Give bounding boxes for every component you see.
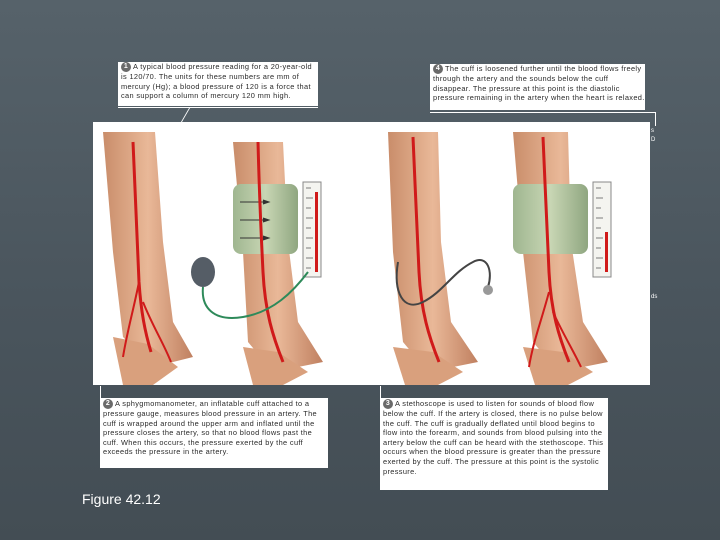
- leader-line-4-drop: [655, 112, 656, 126]
- step-1-text: A typical blood pressure reading for a 2…: [121, 62, 312, 100]
- arm-3: [388, 132, 478, 385]
- step-3-text: A stethoscope is used to listen for soun…: [383, 399, 603, 476]
- step-number-2: 2: [103, 399, 113, 409]
- arm-illustration: [93, 122, 650, 385]
- mercury-gauge-1: [303, 182, 321, 277]
- step-number-1: 1: [121, 62, 131, 72]
- edge-fragment-top-2: D: [651, 137, 655, 143]
- mercury-gauge-2: [593, 182, 611, 277]
- leader-line-4: [430, 112, 656, 113]
- arm-illustration-panel: [93, 122, 650, 385]
- step-number-4: 4: [433, 64, 443, 74]
- leader-line-1: [118, 107, 318, 108]
- step-2-text: A sphygmomanometer, an inflatable cuff a…: [103, 399, 317, 456]
- arm-1: [103, 132, 193, 385]
- edge-fragment-top: s: [651, 128, 654, 134]
- step-4-text: The cuff is loosened further until the b…: [433, 64, 645, 102]
- leader-line-3: [380, 386, 381, 398]
- step-number-3: 3: [383, 399, 393, 409]
- edge-fragment-mid: ds: [651, 294, 657, 300]
- figure-label: Figure 42.12: [82, 491, 161, 507]
- leader-line-2: [100, 386, 101, 398]
